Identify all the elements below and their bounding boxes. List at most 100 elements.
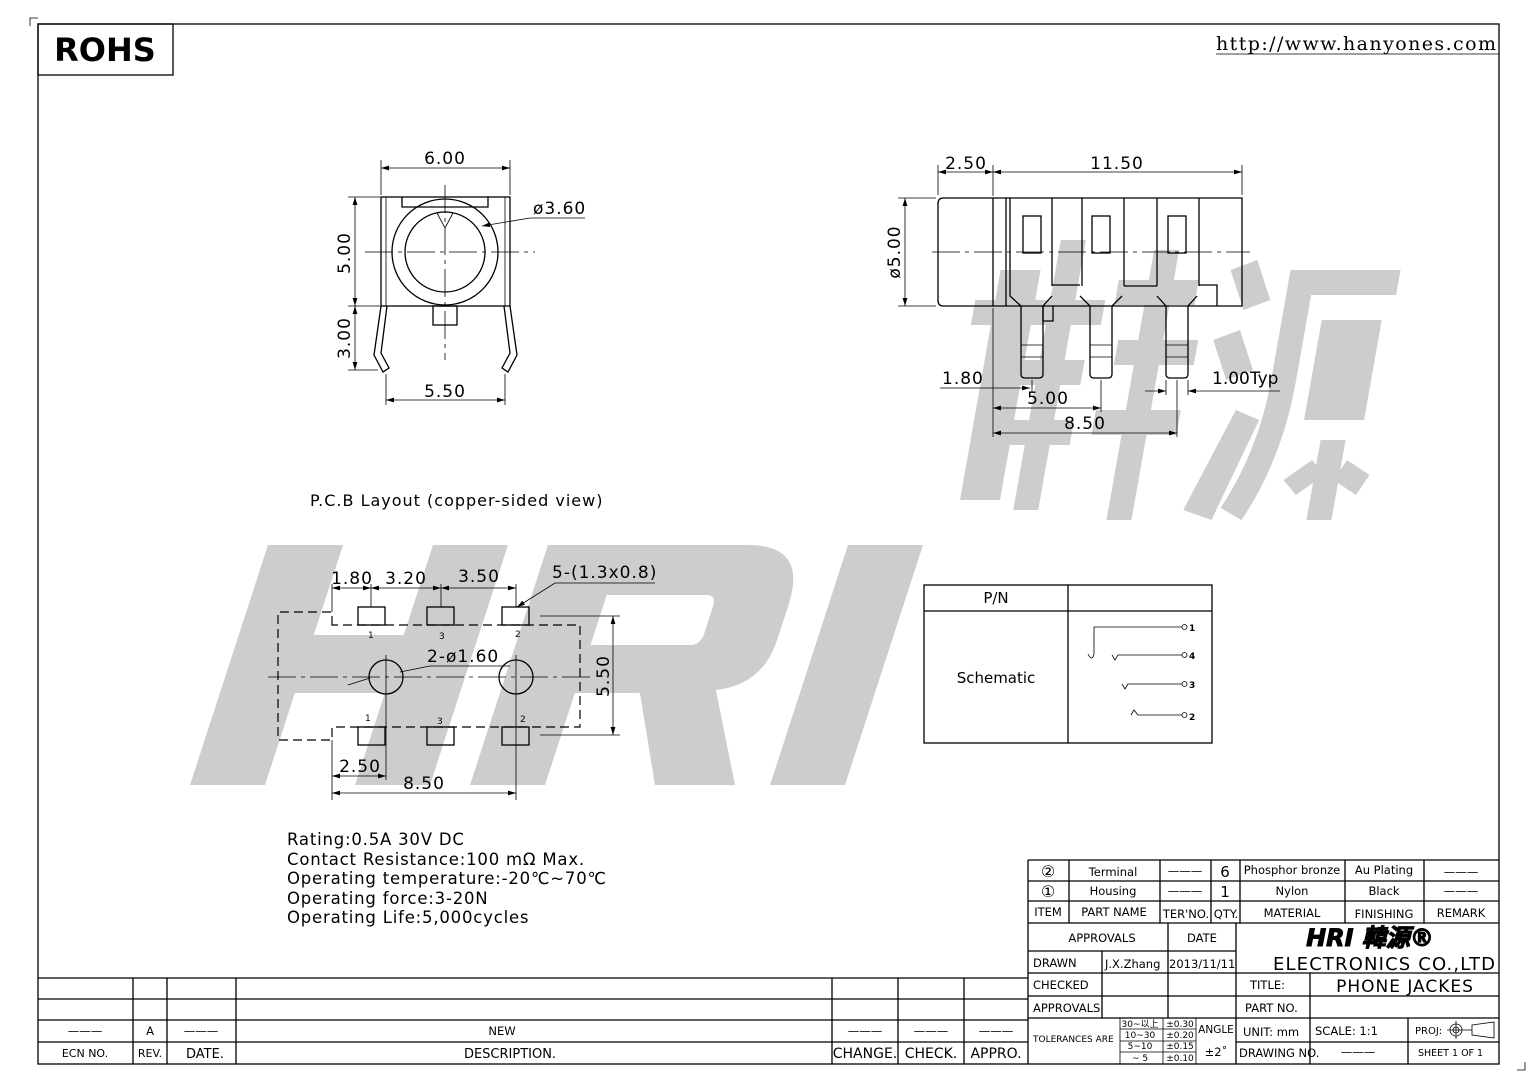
svg-text:———: ——— bbox=[848, 1024, 883, 1038]
svg-text:REV.: REV. bbox=[138, 1047, 162, 1060]
svg-text:1: 1 bbox=[365, 714, 371, 724]
svg-text:1: 1 bbox=[1220, 883, 1230, 901]
revision-row: ———A ———NEW —————— ——— bbox=[68, 1024, 1014, 1038]
terminal-labels: 14 32 bbox=[1189, 624, 1195, 723]
svg-text:~ 5: ~ 5 bbox=[1132, 1054, 1148, 1064]
pcb-title: P.C.B Layout (copper-sided view) bbox=[310, 491, 603, 510]
drawing-border bbox=[37, 23, 1500, 1065]
pcb-dim-1: 1.80 bbox=[331, 569, 373, 589]
company-block: HRI 韓源® ELECTRONICS CO.,LTD TITLE: PHONE… bbox=[1239, 924, 1495, 1061]
svg-text:TITLE:: TITLE: bbox=[1249, 978, 1285, 992]
svg-text:APPRO.: APPRO. bbox=[970, 1046, 1021, 1062]
svg-text:PROJ:: PROJ: bbox=[1415, 1026, 1442, 1037]
svg-text:3: 3 bbox=[437, 717, 443, 727]
svg-text:10~30: 10~30 bbox=[1125, 1031, 1156, 1041]
svg-text:Terminal: Terminal bbox=[1088, 865, 1138, 879]
svg-text:3: 3 bbox=[439, 632, 445, 642]
drawing-title: PHONE JACKES bbox=[1336, 977, 1474, 997]
svg-text:ANGLE: ANGLE bbox=[1198, 1024, 1234, 1036]
svg-text:±0.30: ±0.30 bbox=[1166, 1020, 1194, 1030]
title-block-grid bbox=[1028, 859, 1499, 1064]
dim-body: 11.50 bbox=[1090, 154, 1144, 174]
schematic-label: Schematic bbox=[957, 669, 1036, 687]
svg-text:3: 3 bbox=[1189, 681, 1195, 691]
svg-text:MATERIAL: MATERIAL bbox=[1264, 906, 1321, 920]
svg-text:DATE.: DATE. bbox=[186, 1047, 224, 1062]
svg-text:Operating temperature:-20℃~70℃: Operating temperature:-20℃~70℃ bbox=[287, 869, 607, 888]
svg-text:———: ——— bbox=[1444, 865, 1479, 879]
svg-text:PART NAME: PART NAME bbox=[1081, 905, 1147, 919]
dim-pitch: 5.50 bbox=[424, 382, 466, 402]
svg-text:2013/11/11: 2013/11/11 bbox=[1169, 957, 1235, 971]
svg-text:———: ——— bbox=[184, 1024, 219, 1038]
website-url[interactable]: http://www.hanyones.com bbox=[1216, 33, 1496, 55]
svg-text:J.X.Zhang: J.X.Zhang bbox=[1104, 957, 1160, 971]
svg-text:②: ② bbox=[1041, 862, 1055, 881]
svg-text:———: ——— bbox=[979, 1024, 1014, 1038]
svg-text:CHECKED: CHECKED bbox=[1033, 978, 1089, 992]
svg-text:Black: Black bbox=[1368, 884, 1399, 898]
svg-text:30~以上: 30~以上 bbox=[1122, 1019, 1159, 1030]
svg-text:Contact Resistance:100 mΩ Max.: Contact Resistance:100 mΩ Max. bbox=[287, 850, 585, 869]
svg-text:———: ——— bbox=[1444, 884, 1479, 898]
front-view bbox=[348, 160, 585, 405]
projection-symbol-icon bbox=[1447, 1021, 1495, 1039]
svg-text:±0.10: ±0.10 bbox=[1166, 1054, 1194, 1064]
svg-text:Phosphor bronze: Phosphor bronze bbox=[1244, 863, 1340, 877]
svg-text:DESCRIPTION.: DESCRIPTION. bbox=[464, 1047, 556, 1062]
svg-text:2: 2 bbox=[515, 630, 521, 640]
svg-text:2: 2 bbox=[1189, 713, 1195, 723]
pcb-layout bbox=[268, 582, 655, 800]
revision-headers: ECN NO.REV. DATE.DESCRIPTION. CHANGE.CHE… bbox=[62, 1046, 1022, 1062]
svg-text:SCALE: 1:1: SCALE: 1:1 bbox=[1315, 1024, 1378, 1038]
svg-text:①: ① bbox=[1041, 882, 1055, 901]
svg-text:5~10: 5~10 bbox=[1128, 1042, 1153, 1052]
dim-height: 5.00 bbox=[335, 232, 355, 274]
dim-front: 2.50 bbox=[945, 154, 987, 174]
svg-text:FINISHING: FINISHING bbox=[1355, 907, 1414, 921]
pcb-pads: 5-(1.3x0.8) bbox=[552, 563, 657, 583]
dim-pin2: 5.00 bbox=[1027, 389, 1069, 409]
svg-text:2: 2 bbox=[520, 715, 526, 725]
watermark-chinese bbox=[960, 240, 1401, 520]
svg-text:Operating force:3-20N: Operating force:3-20N bbox=[287, 889, 488, 908]
pcb-dim-height: 5.50 bbox=[594, 655, 614, 697]
svg-text:APPROVALS: APPROVALS bbox=[1068, 931, 1135, 945]
dim-pin3: 8.50 bbox=[1064, 414, 1106, 434]
svg-text:TOLERANCES ARE: TOLERANCES ARE bbox=[1032, 1035, 1114, 1045]
approvals-section: APPROVALS DATE DRAWN J.X.Zhang 2013/11/1… bbox=[1032, 931, 1235, 1064]
revision-table bbox=[38, 860, 1029, 1064]
dim-leg: 3.00 bbox=[335, 317, 355, 359]
dim-pin-width: 1.00Typ bbox=[1212, 369, 1278, 389]
svg-text:DRAWING NO.: DRAWING NO. bbox=[1239, 1046, 1319, 1060]
svg-text:TER'NO.: TER'NO. bbox=[1162, 907, 1209, 921]
company-logo: HRI 韓源® bbox=[1306, 924, 1434, 952]
company-name: ELECTRONICS CO.,LTD bbox=[1273, 954, 1495, 975]
svg-text:———: ——— bbox=[1168, 884, 1203, 898]
svg-text:DATE: DATE bbox=[1187, 931, 1217, 945]
side-view bbox=[898, 165, 1280, 437]
dim-pin1: 1.80 bbox=[942, 369, 984, 389]
svg-text:———: ——— bbox=[68, 1024, 103, 1038]
svg-text:4: 4 bbox=[1189, 652, 1195, 662]
pcb-dim-3: 3.50 bbox=[458, 567, 500, 587]
svg-text:1: 1 bbox=[368, 631, 374, 641]
pcb-dim-5: 8.50 bbox=[403, 774, 445, 794]
pn-label: P/N bbox=[983, 589, 1008, 607]
pad-labels: 1 3 2 1 3 2 bbox=[365, 630, 526, 727]
dim-width: 6.00 bbox=[424, 149, 466, 169]
svg-text:CHANGE.: CHANGE. bbox=[833, 1046, 898, 1062]
schematic-table bbox=[923, 584, 1213, 744]
pcb-dim-2: 3.20 bbox=[385, 569, 427, 589]
dim-side-diameter: ø5.00 bbox=[885, 225, 905, 278]
svg-text:Nylon: Nylon bbox=[1276, 884, 1309, 898]
corner-mark bbox=[29, 17, 38, 26]
svg-text:UNIT: mm: UNIT: mm bbox=[1243, 1025, 1299, 1039]
svg-text:Operating Life:5,000cycles: Operating Life:5,000cycles bbox=[287, 908, 529, 927]
svg-text:SHEET 1 OF 1: SHEET 1 OF 1 bbox=[1418, 1048, 1483, 1059]
svg-text:A: A bbox=[146, 1024, 154, 1038]
svg-text:ECN NO.: ECN NO. bbox=[62, 1047, 108, 1060]
